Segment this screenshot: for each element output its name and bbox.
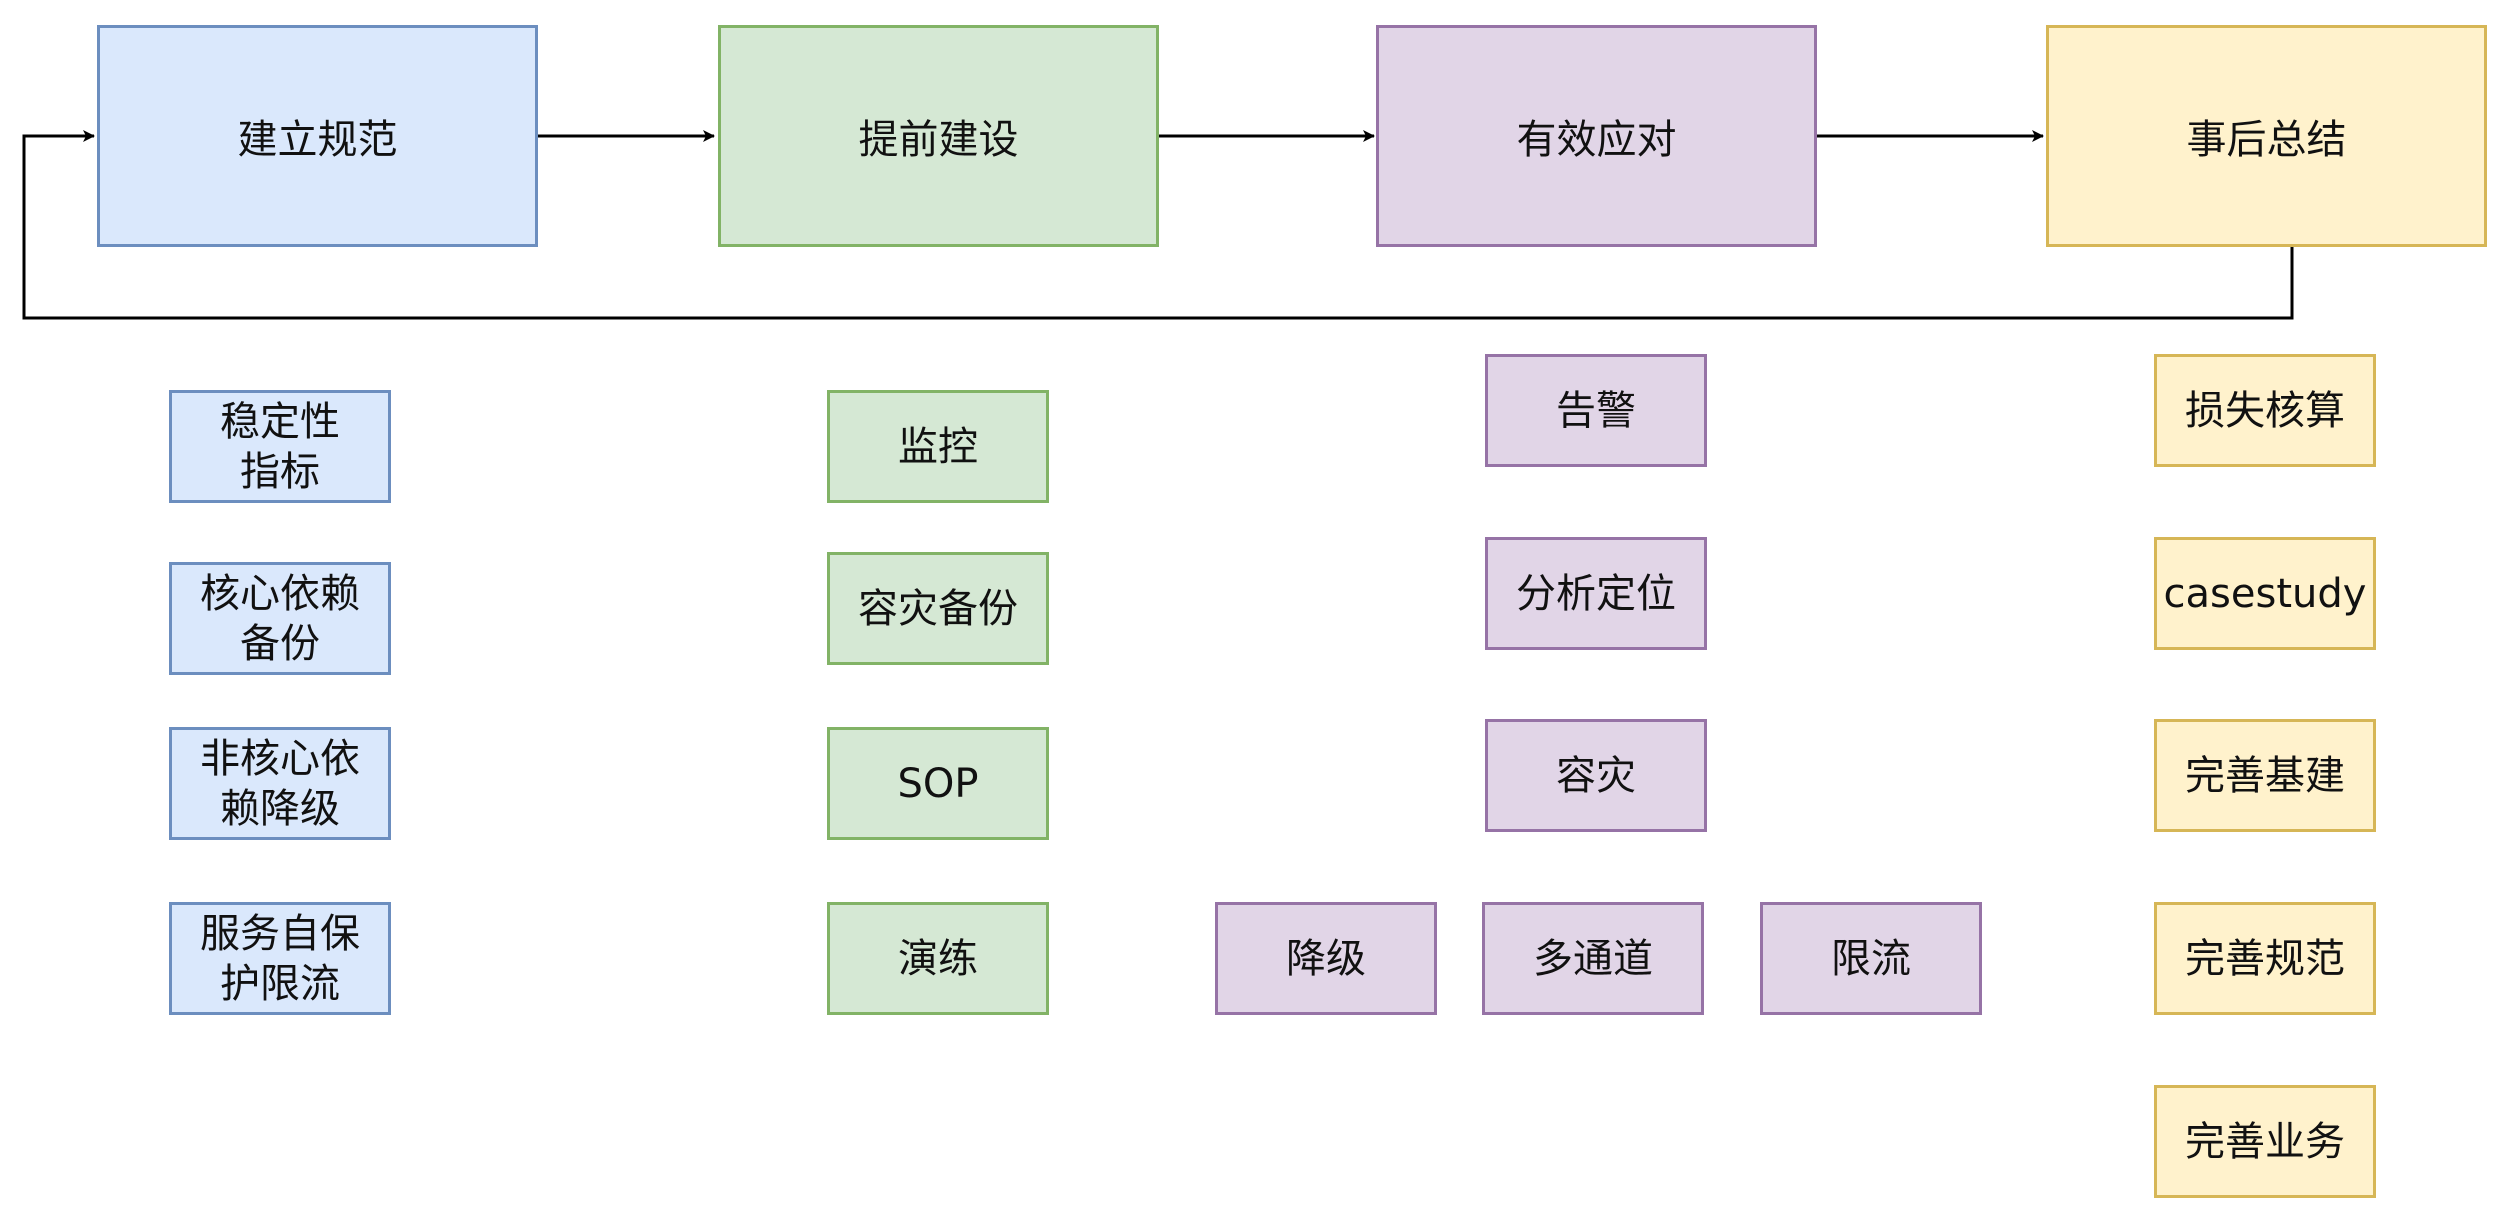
stage-advance-build[interactable]: 提前建设 [718, 25, 1159, 247]
item-multi-channel[interactable]: 多通道 [1482, 902, 1704, 1015]
item-disaster-recovery[interactable]: 容灾 [1485, 719, 1707, 832]
stage-establish-norms[interactable]: 建立规范 [97, 25, 538, 247]
item-stability-metrics[interactable]: 稳定性 指标 [169, 390, 391, 503]
item-service-self-protect-ratelimit[interactable]: 服务自保 护限流 [169, 902, 391, 1015]
item-rate-limit[interactable]: 限流 [1760, 902, 1982, 1015]
stage-post-summary[interactable]: 事后总结 [2046, 25, 2487, 247]
item-core-dependency-backup[interactable]: 核心依赖 备份 [169, 562, 391, 675]
item-alert[interactable]: 告警 [1485, 354, 1707, 467]
item-dr-backup[interactable]: 容灾备份 [827, 552, 1049, 665]
item-improve-business[interactable]: 完善业务 [2154, 1085, 2376, 1198]
item-sop[interactable]: SOP [827, 727, 1049, 840]
item-casestudy[interactable]: casestudy [2154, 537, 2376, 650]
loop-back-arrow [22, 130, 2294, 320]
item-improve-infra[interactable]: 完善基建 [2154, 719, 2376, 832]
item-degrade[interactable]: 降级 [1215, 902, 1437, 1015]
item-analysis-locate[interactable]: 分析定位 [1485, 537, 1707, 650]
item-drill[interactable]: 演练 [827, 902, 1049, 1015]
item-monitoring[interactable]: 监控 [827, 390, 1049, 503]
item-improve-norms[interactable]: 完善规范 [2154, 902, 2376, 1015]
item-loss-accounting[interactable]: 损失核算 [2154, 354, 2376, 467]
stage-effective-response[interactable]: 有效应对 [1376, 25, 1817, 247]
item-noncore-dependency-degrade[interactable]: 非核心依 赖降级 [169, 727, 391, 840]
